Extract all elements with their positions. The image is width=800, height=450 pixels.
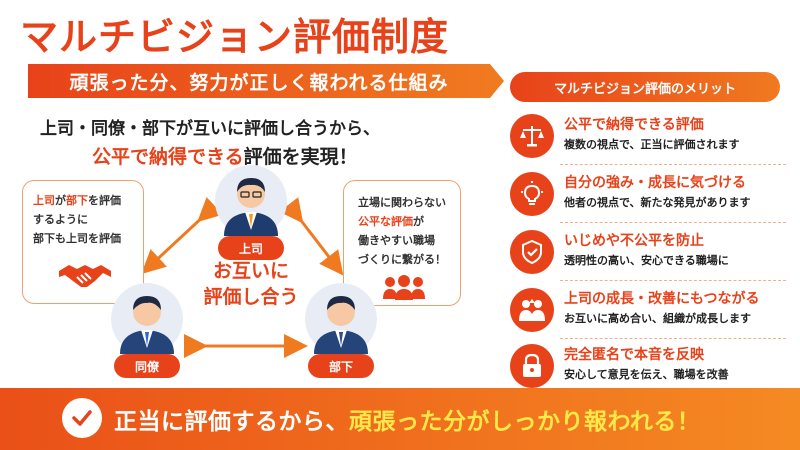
subordinate-figure: [300, 282, 382, 360]
boss-avatar: [215, 165, 287, 237]
lead-line-2: 公平で納得できる評価を実現！: [92, 142, 358, 169]
merit-item: 上司の成長・改善にもつながる お互いに高め合い、組織が成長します: [510, 286, 790, 340]
lead-rest: 評価を実現！: [243, 146, 358, 168]
right-bubble-line-2: 公平な評価が: [358, 215, 424, 228]
lead-highlight: 公平で納得できる: [92, 146, 244, 168]
merit-desc: 複数の視点で、正当に評価されます: [564, 138, 740, 151]
merit-item: 自分の強み・成長に気づける 他者の視点で、新たな発見があります: [510, 170, 790, 224]
colleague-label: 同僚: [114, 354, 180, 378]
merits-header: マルチビジョン評価のメリット: [510, 72, 780, 102]
merit-desc: 透明性の高い、安心できる職場に: [564, 254, 729, 267]
merit-item: いじめや不公平を防止 透明性の高い、安心できる職場に: [510, 228, 790, 282]
colleague-figure: [106, 282, 188, 360]
scale-icon: [510, 114, 554, 158]
arrow-boss-subordinate: [279, 197, 344, 276]
people-up-icon: [510, 288, 554, 332]
left-speech-bubble: 上司が部下を評価 するように 部下も上司を評価: [22, 180, 144, 304]
boss-figure: [210, 164, 292, 242]
arrow-boss-colleague: [141, 197, 223, 275]
merit-desc: 安心して意見を伝え、職場を改善: [564, 368, 729, 381]
subtitle-banner: 頑張った分、努力が正しく報われる仕組み: [28, 64, 504, 98]
left-bubble-line-2: するように: [33, 213, 88, 226]
footer-text-white: 正当に評価するから、: [114, 409, 349, 435]
group-icon: [383, 275, 425, 300]
merit-desc: 他者の視点で、新たな発見があります: [564, 196, 751, 209]
left-bubble-line-3: 部下も上司を評価: [33, 232, 121, 245]
footer-message: 正当に評価するから、頑張った分がしっかり報われる！: [114, 402, 700, 436]
center-line-1: お互いに: [212, 260, 289, 282]
merit-title: 自分の強み・成長に気づける: [564, 175, 746, 191]
divider: [560, 164, 786, 165]
merit-desc: お互いに高め合い、組織が成長します: [564, 312, 751, 325]
right-bubble-line-3: 働きやすい職場: [358, 234, 435, 247]
center-caption: お互いに 評価し合う: [196, 258, 306, 310]
footer-banner: 正当に評価するから、頑張った分がしっかり報われる！: [0, 388, 800, 450]
colleague-avatar: [111, 283, 183, 355]
shield-check-icon: [510, 230, 554, 274]
merit-title: 完全匿名で本音を反映: [564, 347, 704, 363]
merit-item: 公平で納得できる評価 複数の視点で、正当に評価されます: [510, 112, 790, 166]
divider: [560, 222, 786, 223]
lightbulb-icon: [510, 172, 554, 216]
subordinate-avatar: [305, 283, 377, 355]
handshake-icon: [59, 265, 111, 287]
merit-title: 公平で納得できる評価: [564, 117, 704, 133]
right-bubble-line-1: 立場に関わらない: [358, 196, 446, 209]
lead-line-1: 上司・同僚・部下が互いに評価し合うから、: [40, 119, 380, 139]
divider: [560, 338, 786, 339]
merit-title: 上司の成長・改善にもつながる: [564, 291, 760, 307]
center-line-2: 評価し合う: [203, 286, 299, 308]
right-speech-bubble: 立場に関わらない 公平な評価が 働きやすい職場 づくりに繋がる！: [343, 180, 461, 306]
boss-label: 上司: [218, 236, 284, 260]
merit-item: 完全匿名で本音を反映 安心して意見を伝え、職場を改善: [510, 342, 790, 396]
merit-title: いじめや不公平を防止: [564, 233, 704, 249]
divider: [560, 280, 786, 281]
lock-icon: [510, 344, 554, 388]
page-title: マルチビジョン評価制度: [20, 15, 450, 59]
subordinate-label: 部下: [308, 354, 374, 378]
check-icon: [62, 398, 102, 438]
footer-text-yellow: 頑張った分がしっかり報われる！: [349, 409, 701, 435]
right-bubble-line-4: づくりに繋がる！: [358, 253, 446, 266]
left-bubble-line-1: 上司が部下を評価: [33, 194, 121, 207]
